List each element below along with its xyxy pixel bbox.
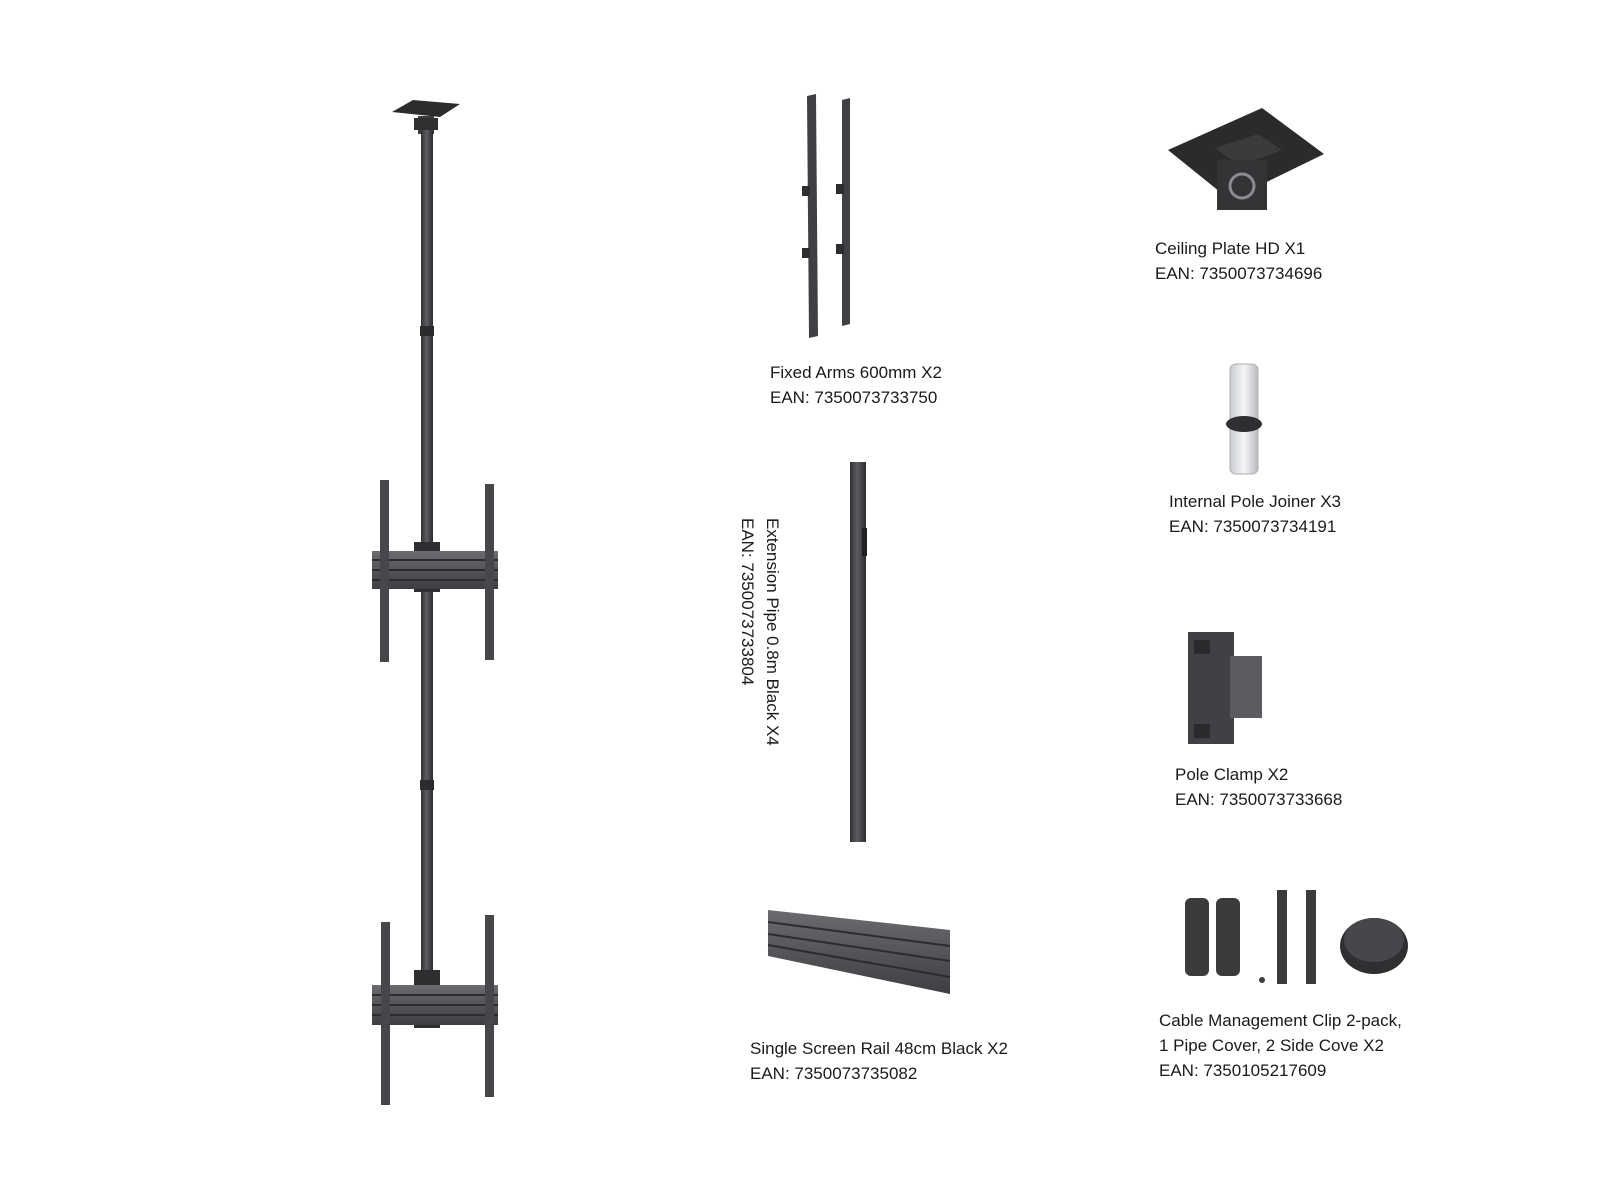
- ceiling-plate-label: Ceiling Plate HD X1 EAN: 7350073734696: [1155, 236, 1322, 286]
- extension-pipe-image: [850, 462, 867, 842]
- screen-rail-label: Single Screen Rail 48cm Black X2 EAN: 73…: [750, 1036, 1008, 1086]
- screen-rail-image: [767, 910, 951, 994]
- pole-clamp-label: Pole Clamp X2 EAN: 7350073733668: [1175, 762, 1342, 812]
- cable-clip-ean: EAN: 7350105217609: [1159, 1061, 1327, 1080]
- internal-pole-joiner-image: [1226, 363, 1262, 475]
- extension-pipe-ean: EAN: 7350073733804: [738, 518, 757, 686]
- fixed-arms-label: Fixed Arms 600mm X2 EAN: 7350073733750: [770, 360, 942, 410]
- fixed-arms-name: Fixed Arms 600mm X2: [770, 363, 942, 382]
- ceiling-plate-ean: EAN: 7350073734696: [1155, 264, 1323, 283]
- extension-pipe-name: Extension Pipe 0.8m Black X4: [763, 518, 782, 746]
- fixed-arms-image: [802, 94, 850, 338]
- cable-clip-label: Cable Management Clip 2-pack, 1 Pipe Cov…: [1159, 1008, 1402, 1083]
- cable-clip-name-line1: Cable Management Clip 2-pack,: [1159, 1011, 1402, 1030]
- ceiling-plate-name: Ceiling Plate HD X1: [1155, 239, 1306, 258]
- pole-joiner-name: Internal Pole Joiner X3: [1169, 492, 1341, 511]
- assembled-ceiling-mount-image: [372, 100, 498, 1105]
- fixed-arms-ean: EAN: 7350073733750: [770, 388, 938, 407]
- pole-clamp-image: [1188, 632, 1262, 744]
- screen-rail-ean: EAN: 7350073735082: [750, 1064, 918, 1083]
- pole-joiner-ean: EAN: 7350073734191: [1169, 517, 1337, 536]
- pole-clamp-ean: EAN: 7350073733668: [1175, 790, 1343, 809]
- cable-clip-name-line2: 1 Pipe Cover, 2 Side Cove X2: [1159, 1036, 1384, 1055]
- ceiling-plate-image: [1168, 108, 1324, 210]
- pole-clamp-name: Pole Clamp X2: [1175, 765, 1289, 784]
- pole-joiner-label: Internal Pole Joiner X3 EAN: 73500737341…: [1169, 489, 1341, 539]
- cable-management-clip-image: [1185, 890, 1408, 984]
- screen-rail-name: Single Screen Rail 48cm Black X2: [750, 1039, 1008, 1058]
- extension-pipe-label: Extension Pipe 0.8m Black X4 EAN: 735007…: [735, 518, 785, 746]
